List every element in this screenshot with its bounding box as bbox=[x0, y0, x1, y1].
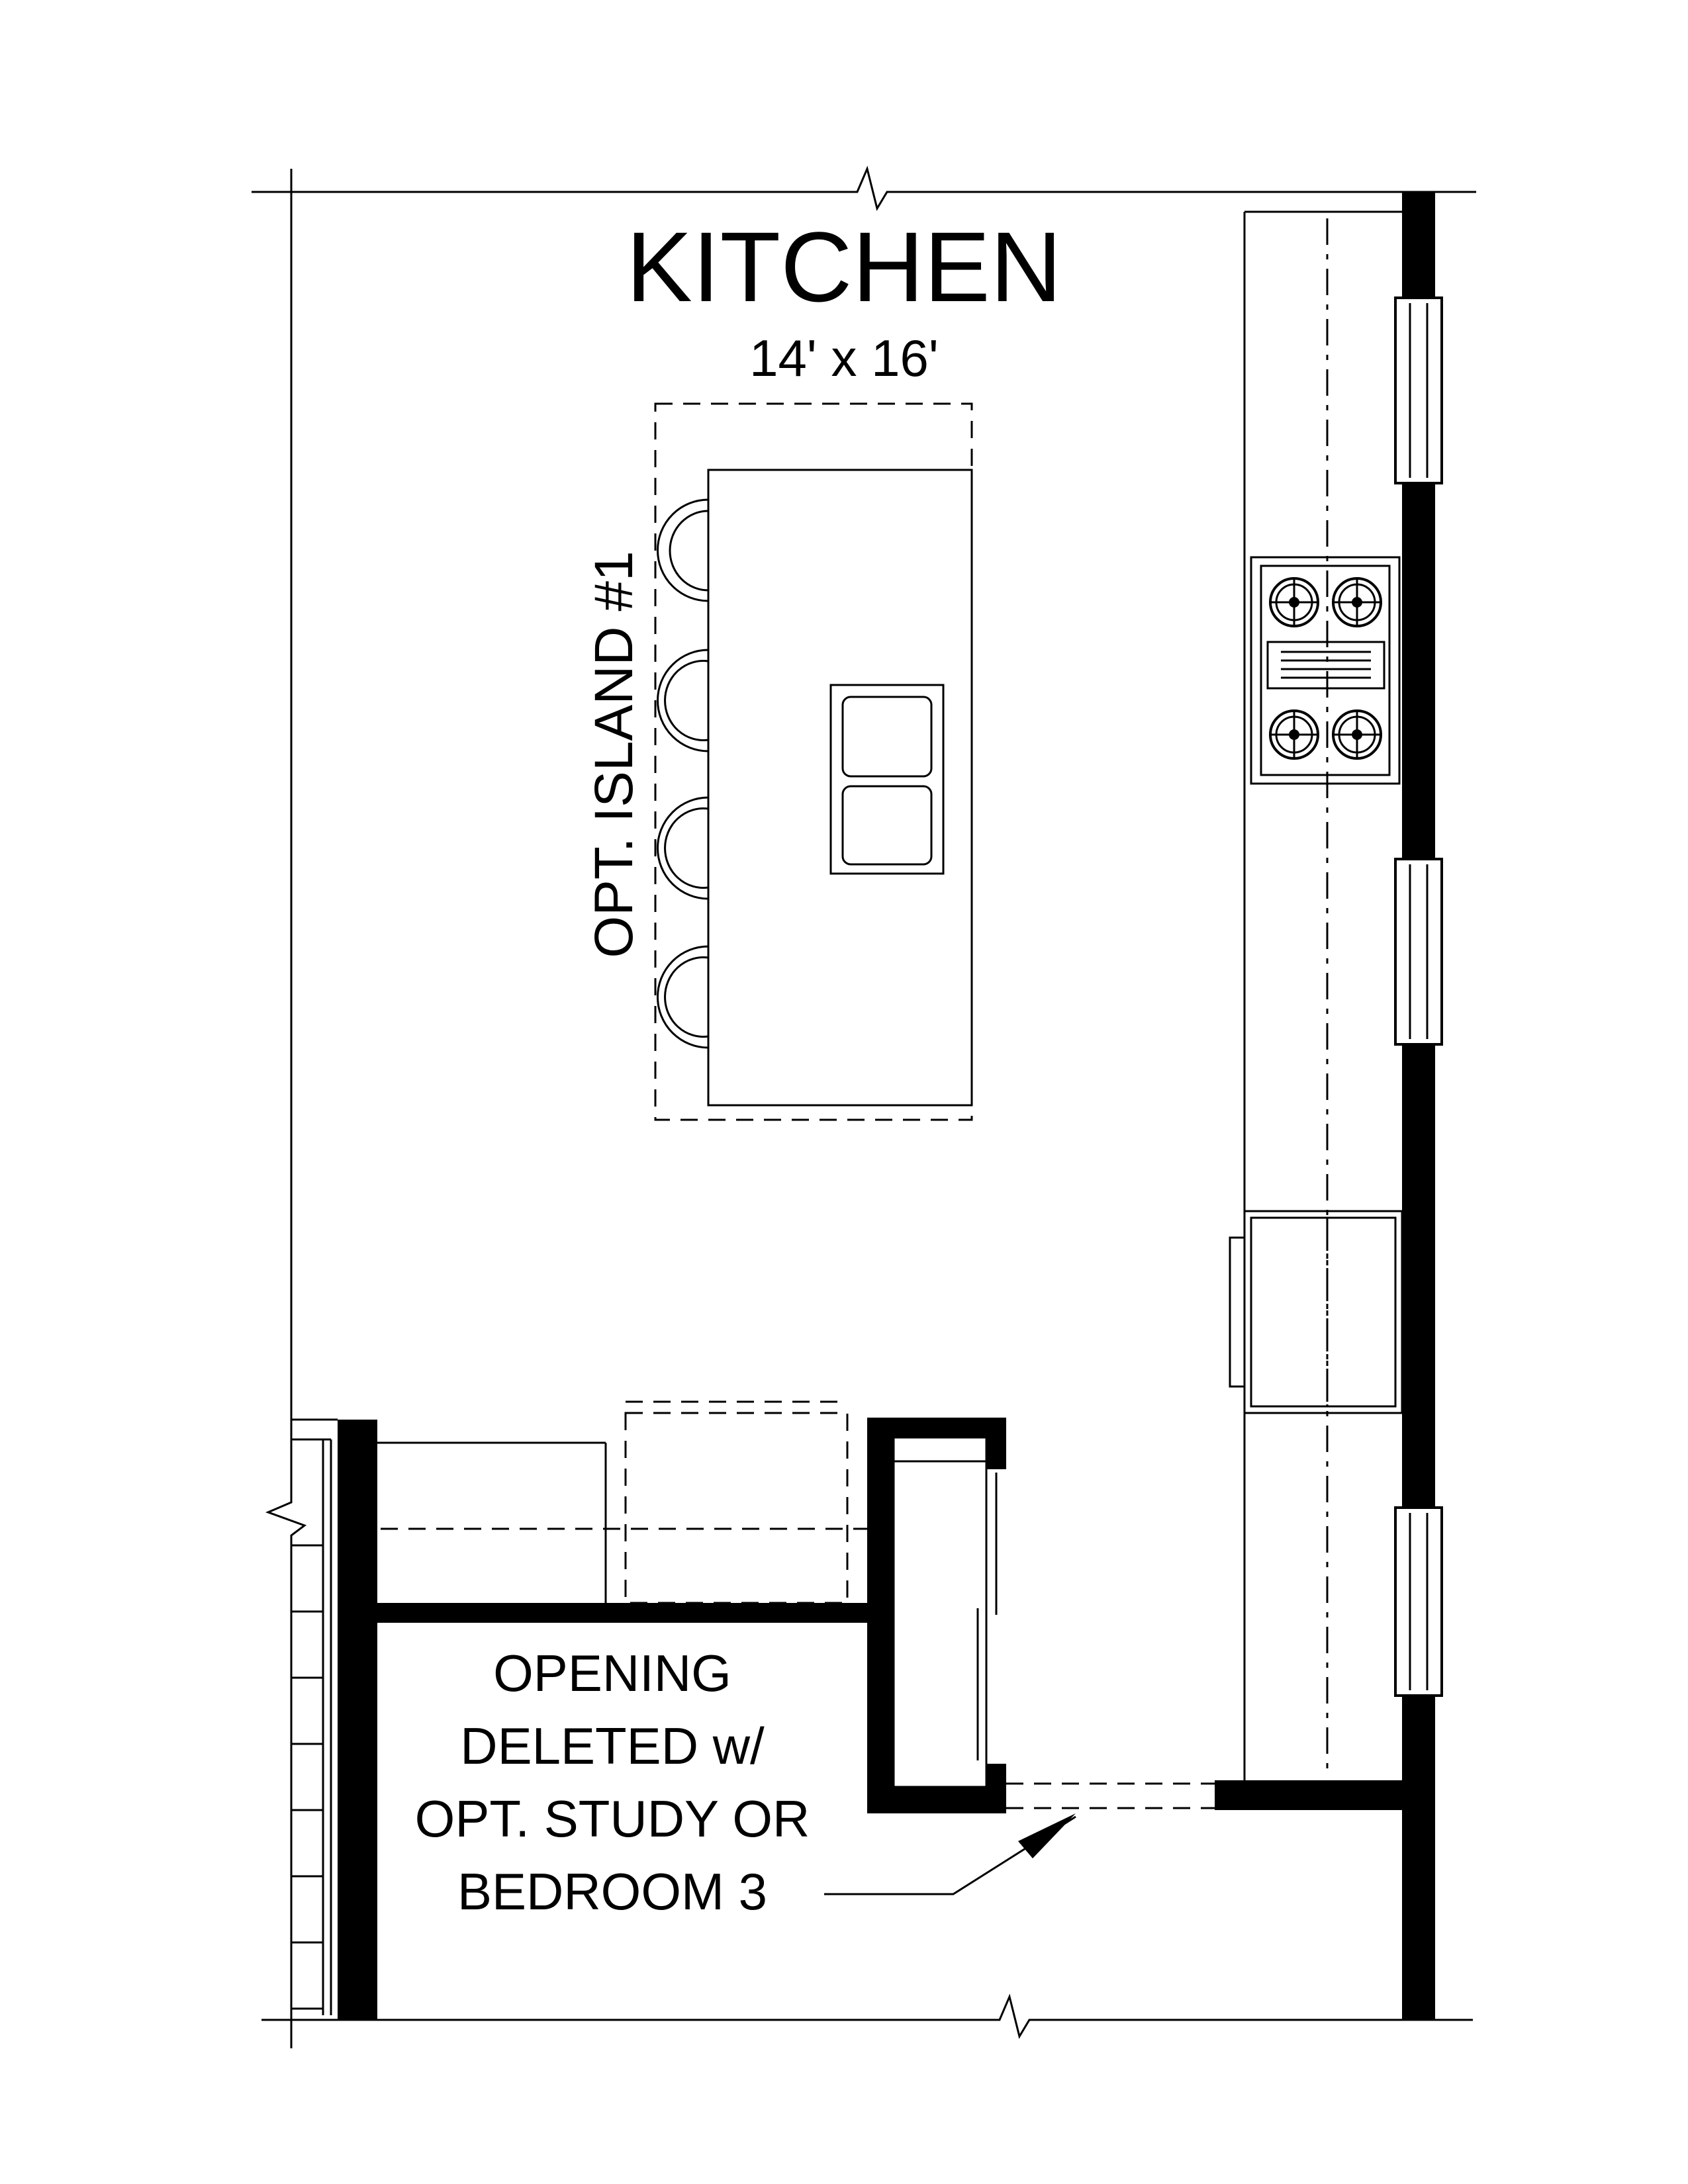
walls bbox=[338, 192, 1435, 2020]
burner-top-right bbox=[1332, 577, 1382, 627]
bar-stools bbox=[657, 498, 709, 1049]
leader-arrow bbox=[824, 1813, 1076, 1895]
optional-island bbox=[654, 402, 973, 1121]
window-top bbox=[1394, 296, 1443, 484]
note-line-3: OPT. STUDY OR bbox=[415, 1790, 810, 1848]
refrigerator-space bbox=[624, 1400, 849, 1604]
top-break-line bbox=[252, 165, 1476, 211]
note-line-2: DELETED w/ bbox=[460, 1717, 765, 1775]
cooktop bbox=[1250, 556, 1401, 785]
burner-bottom-left bbox=[1269, 709, 1319, 760]
island-sink bbox=[829, 684, 945, 875]
left-break-mark bbox=[265, 1492, 307, 1575]
room-dimensions: 14' x 16' bbox=[749, 329, 939, 387]
opening-note: OPENING DELETED w/ OPT. STUDY OR BEDROOM… bbox=[415, 1644, 810, 1921]
deleted-opening bbox=[1006, 1782, 1215, 1809]
griddle bbox=[1266, 641, 1385, 690]
note-line-4: BEDROOM 3 bbox=[457, 1862, 767, 1921]
burner-bottom-right bbox=[1332, 709, 1382, 760]
closet bbox=[892, 1436, 998, 1788]
pantry-cabinets bbox=[377, 1441, 867, 1603]
note-line-1: OPENING bbox=[493, 1644, 731, 1702]
burner-top-left bbox=[1269, 577, 1319, 627]
window-middle bbox=[1394, 858, 1443, 1046]
bottom-break-line bbox=[261, 1993, 1473, 2039]
room-name: KITCHEN bbox=[626, 211, 1062, 322]
exterior-siding bbox=[291, 1418, 338, 2015]
appliance-box bbox=[1229, 1210, 1403, 1414]
window-bottom bbox=[1394, 1506, 1443, 1697]
wall-counter bbox=[1243, 210, 1402, 1780]
island-label: OPT. ISLAND #1 bbox=[584, 551, 644, 958]
